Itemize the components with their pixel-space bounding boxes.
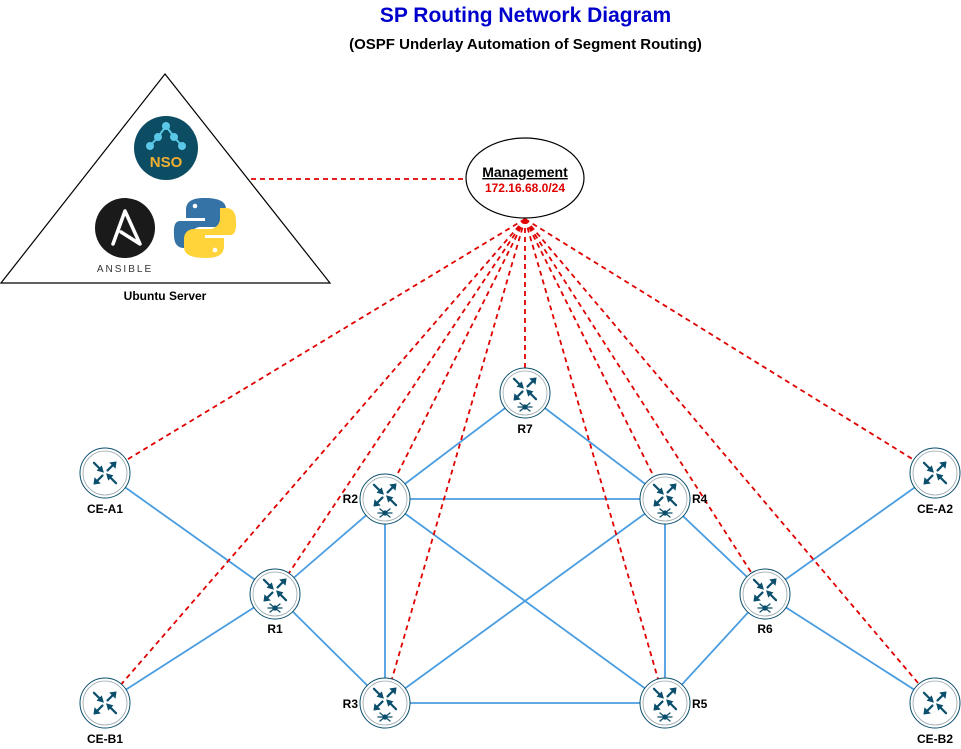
node-label: CE-B1 bbox=[87, 732, 123, 746]
router-icon bbox=[249, 568, 301, 620]
node-label: R2 bbox=[343, 492, 359, 506]
diagram-title: SP Routing Network Diagram bbox=[379, 4, 672, 27]
server-label: Ubuntu Server bbox=[124, 289, 207, 303]
link-ce-b2-r6 bbox=[764, 593, 936, 704]
nso-logo-icon: NSO bbox=[134, 116, 198, 180]
link-r7-r2 bbox=[384, 392, 526, 500]
node-label: R6 bbox=[757, 622, 773, 636]
router-icon bbox=[639, 473, 691, 525]
mgmt-link-r2 bbox=[395, 218, 526, 478]
mgmt-link-r1 bbox=[288, 218, 526, 574]
router-r2[interactable]: R2 bbox=[343, 473, 411, 525]
router-icon bbox=[499, 367, 551, 419]
router-icon bbox=[639, 677, 691, 729]
link-ce-b1-r1 bbox=[104, 593, 276, 704]
node-label: R7 bbox=[517, 422, 533, 436]
node-label: CE-A1 bbox=[87, 502, 123, 516]
ce-router-ce-b1[interactable]: CE-B1 bbox=[79, 677, 131, 746]
router-r5[interactable]: R5 bbox=[639, 677, 708, 729]
management-ellipse bbox=[465, 137, 585, 219]
link-ce-a2-r6 bbox=[764, 472, 936, 595]
ansible-text: ANSIBLE bbox=[97, 264, 153, 275]
router-icon bbox=[359, 473, 411, 525]
router-r4[interactable]: R4 bbox=[639, 473, 708, 525]
link-r4-r3 bbox=[384, 498, 666, 704]
router-icon bbox=[909, 677, 961, 729]
python-logo-icon bbox=[173, 198, 237, 258]
router-icon bbox=[79, 677, 131, 729]
mgmt-link-r6 bbox=[524, 218, 753, 574]
ubuntu-server: NSO ANSIBLE Ubuntu Server bbox=[0, 73, 332, 303]
mgmt-link-ce-a1 bbox=[125, 218, 526, 461]
router-r6[interactable]: R6 bbox=[739, 568, 791, 636]
router-icon bbox=[739, 568, 791, 620]
node-label: CE-B2 bbox=[917, 732, 953, 746]
diagram-subtitle: (OSPF Underlay Automation of Segment Rou… bbox=[349, 36, 702, 53]
management-name: Management bbox=[482, 164, 568, 180]
node-label: R5 bbox=[692, 697, 708, 711]
management-subnet: 172.16.68.0/24 bbox=[485, 181, 565, 195]
ce-router-ce-b2[interactable]: CE-B2 bbox=[909, 677, 961, 746]
link-r1-r3 bbox=[274, 593, 386, 704]
router-r1[interactable]: R1 bbox=[249, 568, 301, 636]
mgmt-link-r4 bbox=[524, 218, 655, 478]
node-label: R4 bbox=[692, 492, 708, 506]
ansible-logo-icon: ANSIBLE bbox=[95, 198, 155, 275]
node-label: CE-A2 bbox=[917, 502, 953, 516]
node-label: R3 bbox=[343, 697, 359, 711]
ce-router-ce-a1[interactable]: CE-A1 bbox=[79, 447, 131, 516]
nso-text: NSO bbox=[150, 154, 183, 171]
management-network: Management 172.16.68.0/24 bbox=[465, 137, 585, 219]
node-label: R1 bbox=[267, 622, 283, 636]
router-icon bbox=[359, 677, 411, 729]
mgmt-link-ce-a2 bbox=[524, 218, 915, 461]
mgmt-link-r5 bbox=[524, 218, 659, 680]
router-r3[interactable]: R3 bbox=[343, 677, 411, 729]
mgmt-link-r3 bbox=[391, 218, 526, 680]
link-ce-a1-r1 bbox=[104, 472, 276, 595]
router-icon bbox=[79, 447, 131, 499]
link-r7-r4 bbox=[524, 392, 666, 500]
mgmt-link-ce-b1 bbox=[120, 218, 526, 685]
ce-router-ce-a2[interactable]: CE-A2 bbox=[909, 447, 961, 516]
mgmt-link-ce-b2 bbox=[524, 218, 920, 685]
router-r7[interactable]: R7 bbox=[499, 367, 551, 436]
router-icon bbox=[909, 447, 961, 499]
